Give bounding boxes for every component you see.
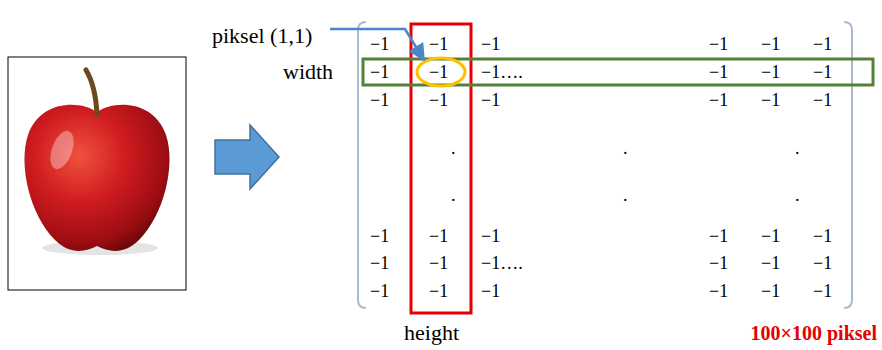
- pixel-highlight: [417, 58, 465, 86]
- size-label: 100×100 piksel: [751, 322, 877, 345]
- matrix-cell: −1: [813, 62, 832, 83]
- matrix-cell: −1: [709, 90, 728, 111]
- matrix-cell: −1: [761, 281, 780, 302]
- matrix-cell: −1: [813, 90, 832, 111]
- ellipsis-dot: .: [623, 185, 628, 206]
- matrix-cell: −1: [709, 281, 728, 302]
- ellipsis-dot: .: [451, 138, 456, 159]
- matrix-cell: −1: [429, 226, 448, 247]
- ellipsis-dot: .: [795, 138, 800, 159]
- ellipsis-dot: .: [451, 185, 456, 206]
- column-highlight: [411, 24, 471, 313]
- row-highlight: [363, 59, 873, 85]
- matrix-bracket: [844, 22, 852, 308]
- matrix-cell: −1: [370, 226, 389, 247]
- matrix-cell: −1: [813, 253, 832, 274]
- picture-frame: [8, 57, 186, 290]
- matrix-cell: −1: [370, 281, 389, 302]
- matrix-cell: −1: [370, 62, 389, 83]
- matrix-cell: −1: [481, 34, 500, 55]
- matrix-cell: −1….: [481, 62, 523, 83]
- apple-body: [24, 105, 169, 251]
- matrix-cell: −1….: [481, 253, 523, 274]
- matrix-cell: −1: [370, 90, 389, 111]
- matrix-cell: −1: [813, 34, 832, 55]
- matrix-cell: −1: [761, 226, 780, 247]
- matrix-cell: −1: [429, 62, 448, 83]
- axis-label: height: [404, 320, 459, 345]
- matrix-cell: −1: [813, 281, 832, 302]
- matrix-cell: −1: [761, 253, 780, 274]
- block-arrow: [215, 125, 279, 189]
- matrix-cell: −1: [709, 34, 728, 55]
- apple-highlight: [46, 128, 78, 172]
- matrix-cell: −1: [429, 281, 448, 302]
- matrix-cell: −1: [709, 253, 728, 274]
- matrix-cell: −1: [429, 34, 448, 55]
- matrix-cell: −1: [481, 90, 500, 111]
- matrix-cell: −1: [761, 62, 780, 83]
- apple-stem: [86, 70, 97, 114]
- ellipsis-dot: .: [623, 138, 628, 159]
- axis-label: width: [283, 59, 333, 84]
- matrix-cell: −1: [370, 253, 389, 274]
- matrix-cell: −1: [709, 62, 728, 83]
- ellipsis-dot: .: [795, 185, 800, 206]
- matrix-cell: −1: [761, 90, 780, 111]
- matrix-cell: −1: [761, 34, 780, 55]
- matrix-cell: −1: [481, 281, 500, 302]
- matrix-cell: −1: [429, 90, 448, 111]
- pixel-label: piksel (1,1): [212, 23, 312, 48]
- matrix-cell: −1: [709, 226, 728, 247]
- matrix-cell: −1: [370, 34, 389, 55]
- matrix-cell: −1: [481, 226, 500, 247]
- matrix-cell: −1: [813, 226, 832, 247]
- matrix-cell: −1: [429, 253, 448, 274]
- leader-arrow: [330, 29, 424, 60]
